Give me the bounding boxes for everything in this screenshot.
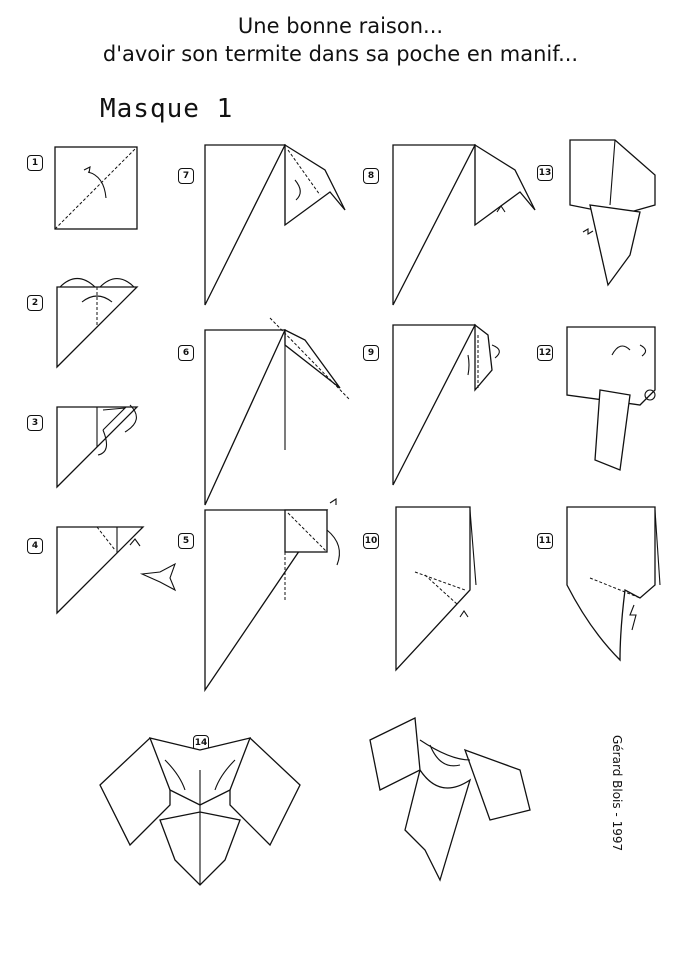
diagram-step-3: [56, 404, 139, 489]
step-number: 10: [363, 533, 379, 549]
step-number: 12: [537, 345, 553, 361]
diagram-step-14-front: [99, 737, 301, 886]
step-number: 8: [363, 168, 379, 184]
diagram-step-13: [569, 139, 656, 287]
diagram-step-1: [54, 146, 138, 230]
step-number: 1: [27, 155, 43, 171]
diagram-step-2: [56, 277, 139, 369]
diagram-step-10: [395, 506, 477, 672]
diagram-step-6: [204, 317, 351, 506]
step-number: 11: [537, 533, 553, 549]
step-number: 13: [537, 165, 553, 181]
step-number: 5: [178, 533, 194, 549]
diagram-step-12: [566, 326, 656, 471]
diagram-step-14-3d-view: [369, 717, 531, 882]
step-number: 3: [27, 415, 43, 431]
heading-line-1: Une bonne raison...: [237, 14, 444, 38]
step-number: 2: [27, 295, 43, 311]
diagram-step-5: [204, 497, 340, 693]
heading-line-2: d'avoir son termite dans sa poche en man…: [102, 42, 579, 66]
step-number: 9: [363, 345, 379, 361]
step-number: 7: [178, 168, 194, 184]
diagram-step-7: [204, 143, 346, 306]
diagram-step-11: [566, 506, 661, 662]
step-number: 4: [27, 538, 43, 554]
diagram-step-9: [392, 323, 500, 486]
diagram-step-4: [56, 526, 177, 615]
diagram-step-8: [392, 143, 536, 306]
model-title: Masque 1: [100, 94, 234, 124]
step-number: 6: [178, 345, 194, 361]
